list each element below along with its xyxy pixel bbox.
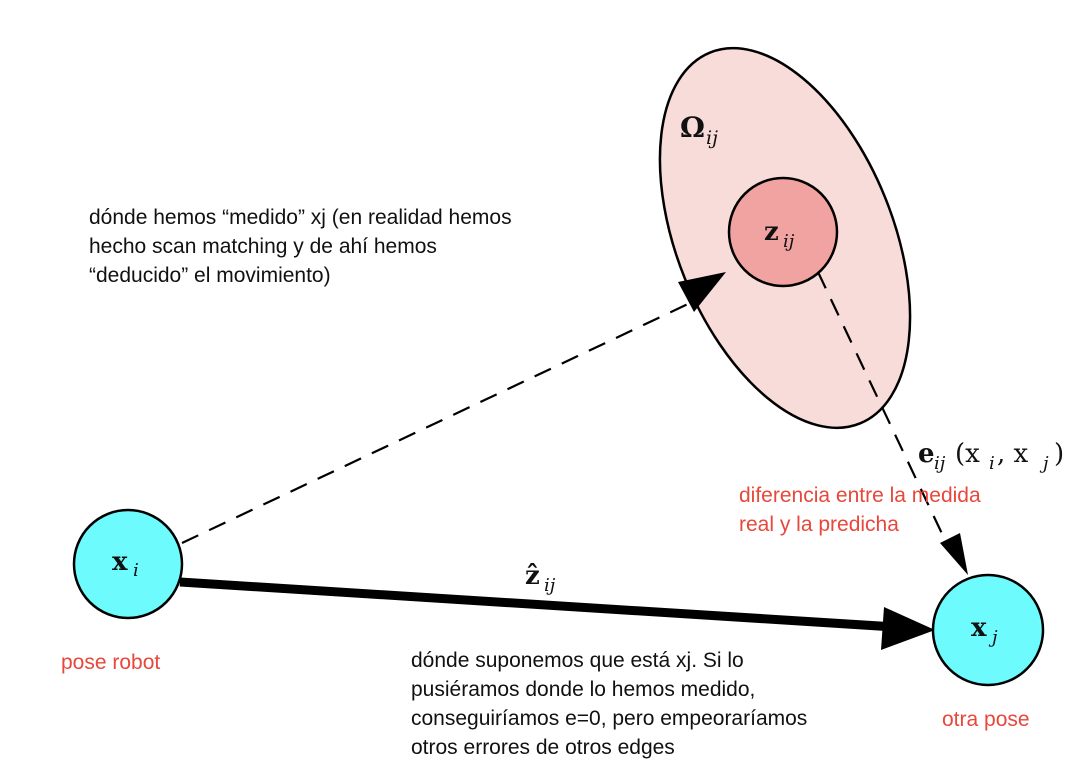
- pose-node-xi: [72, 508, 184, 620]
- measurement-node: [727, 176, 839, 288]
- error-subscript: ij: [934, 453, 946, 474]
- supposed-annotation-line: pusiéramos donde lo hemos medido,: [411, 678, 756, 701]
- measurement-label: z: [764, 217, 779, 247]
- measurement-edge-dashed: [181, 302, 691, 544]
- error-args-j: j: [1039, 453, 1049, 474]
- supposed-annotation-line: otros errores de otros edges: [411, 736, 675, 759]
- error-args-i: i: [989, 453, 995, 474]
- measured-annotation: dónde hemos “medido” xj (en realidad hem…: [89, 203, 512, 290]
- supposed-annotation-line: dónde suponemos que está xj. Si lo: [411, 649, 744, 672]
- supposed-annotation-line: conseguiríamos e=0, pero empeoraríamos: [411, 707, 808, 730]
- error-edge-dashed: [817, 271, 946, 541]
- error-label: e: [918, 439, 935, 469]
- predicted-label: ẑ: [525, 561, 540, 591]
- pose-xi-subscript: i: [133, 560, 139, 581]
- predicted-arrowhead: [881, 607, 935, 650]
- omega-subscript: ij: [706, 127, 718, 149]
- predicted-subscript: ij: [544, 575, 556, 596]
- difference-annotation: diferencia entre la medida real y la pre…: [739, 481, 981, 539]
- pose-xj-subscript: j: [988, 627, 998, 648]
- supposed-annotation: dónde suponemos que está xj. Si lo pusié…: [411, 646, 807, 762]
- measured-annotation-line: hecho scan matching y de ahí hemos: [89, 235, 437, 258]
- error-args-close: ): [1054, 439, 1064, 469]
- predicted-edge: [179, 577, 896, 632]
- measurement-arrowhead: [678, 272, 726, 312]
- measured-annotation-line: dónde hemos “medido” xj (en realidad hem…: [89, 206, 512, 229]
- pose-robot-annotation: pose robot: [61, 648, 160, 677]
- error-arrowhead: [940, 533, 968, 575]
- pose-xi-label: x: [112, 547, 128, 577]
- measurement-subscript: ij: [783, 231, 795, 252]
- error-args-open: (x: [955, 439, 980, 469]
- pose-node-xj: [931, 573, 1045, 687]
- error-args-mid: , x: [997, 439, 1029, 469]
- pose-robot-label: pose robot: [61, 651, 161, 674]
- measured-annotation-line: “deducido” el movimiento): [89, 264, 331, 287]
- other-pose-label: otra pose: [942, 708, 1030, 731]
- omega-label: Ω: [680, 111, 705, 144]
- difference-annotation-line: real y la predicha: [739, 513, 899, 536]
- difference-annotation-line: diferencia entre la medida: [739, 484, 981, 507]
- pose-xj-label: x: [971, 613, 987, 643]
- other-pose-annotation: otra pose: [942, 705, 1030, 734]
